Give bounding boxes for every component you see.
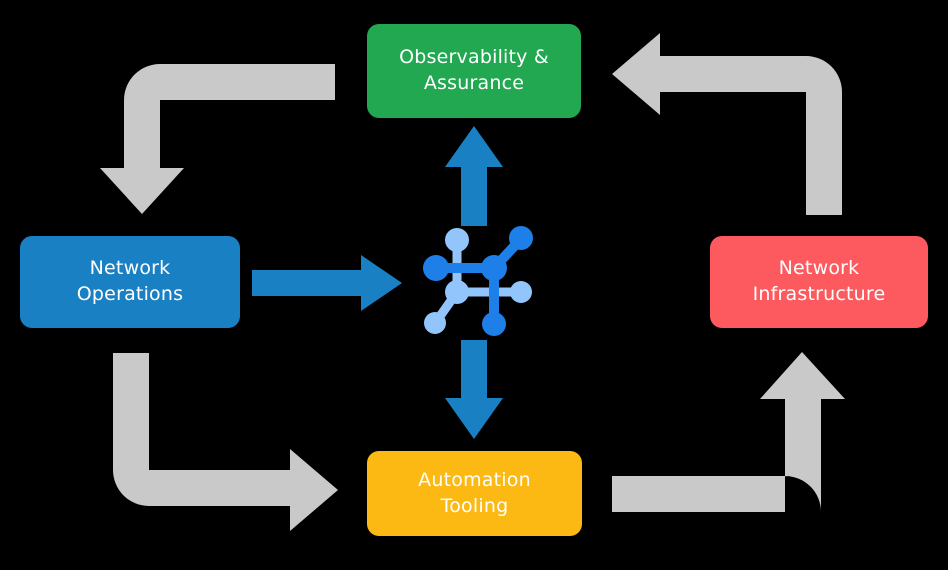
gray-arrow-infrastructure-to-observability — [612, 33, 842, 215]
node-network-operations-label: Network Operations — [76, 257, 184, 305]
node-network-operations[interactable]: Network Operations — [20, 236, 240, 328]
node-automation-tooling-label: Automation Tooling — [418, 468, 531, 517]
node-observability-assurance-label: Observability & Assurance — [399, 46, 549, 94]
network-icon-nodes-dark — [423, 226, 533, 336]
node-observability-assurance[interactable]: Observability & Assurance — [367, 24, 581, 118]
blue-arrow-center-to-observability — [445, 126, 503, 226]
node-network-infrastructure[interactable]: Network Infrastructure — [710, 236, 928, 328]
gray-arrow-operations-to-automation — [113, 353, 338, 531]
gray-arrow-observability-to-operations — [100, 64, 335, 214]
blue-arrow-operations-to-center — [252, 255, 402, 311]
network-icon-nodes-light — [424, 228, 532, 334]
gray-arrow-automation-to-infrastructure — [612, 352, 845, 512]
blue-arrow-center-to-automation — [445, 340, 503, 439]
node-automation-tooling[interactable]: Automation Tooling — [367, 451, 582, 536]
node-network-infrastructure-label: Network Infrastructure — [752, 257, 886, 305]
